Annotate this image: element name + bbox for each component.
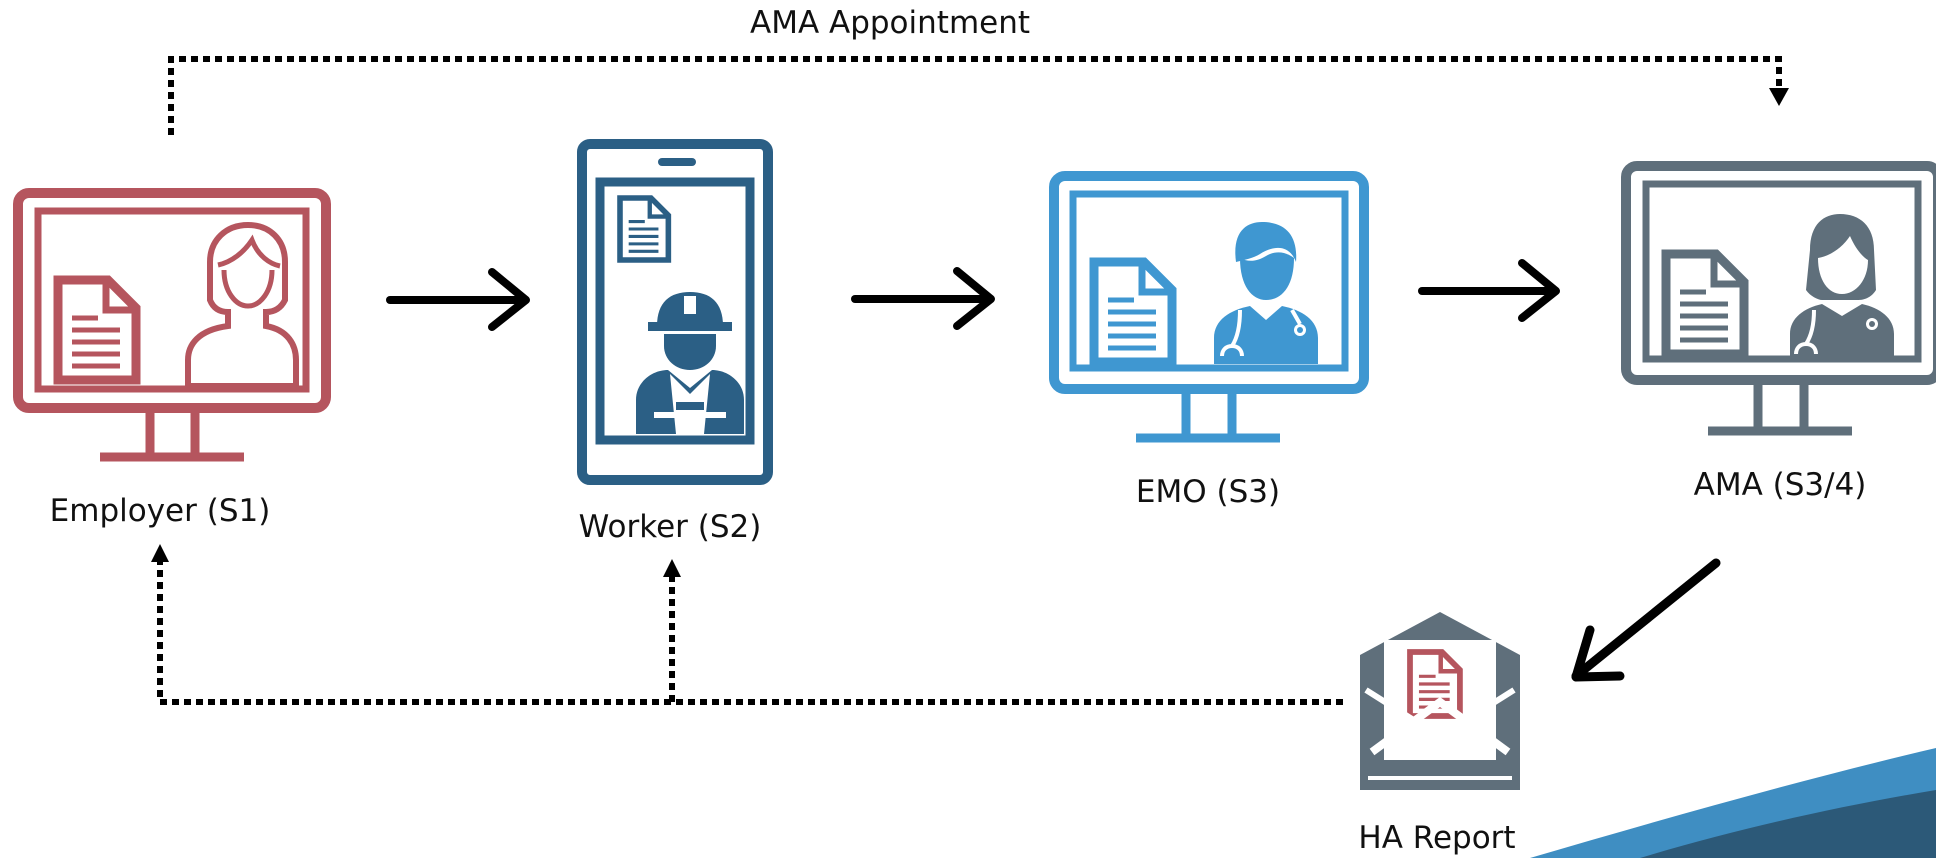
appointment-connector — [168, 56, 1782, 135]
flow-arrow-worker-to-emo — [851, 267, 995, 330]
report-label: HA Report — [1358, 820, 1516, 856]
corner-swoosh — [1530, 748, 1936, 858]
flow-arrow-ama-to-report — [1571, 558, 1721, 682]
appointment-label: AMA Appointment — [749, 5, 1031, 41]
ama-label: AMA (S3/4) — [1693, 467, 1867, 503]
emo-monitor-icon — [1049, 171, 1369, 443]
worker-phone-icon — [577, 139, 773, 485]
appointment-arrowhead — [1769, 88, 1789, 106]
flow-arrow-employer-to-worker — [386, 268, 530, 331]
report-feedback-connector — [157, 560, 1343, 705]
worker-label: Worker (S2) — [578, 509, 762, 545]
envelope-report-icon — [1360, 612, 1520, 790]
employer-label: Employer (S1) — [49, 493, 271, 529]
feedback-arrowhead-worker — [663, 559, 681, 577]
emo-label: EMO (S3) — [1135, 474, 1281, 510]
flow-arrow-emo-to-ama — [1418, 259, 1560, 322]
ama-monitor-icon — [1621, 161, 1936, 436]
employer-monitor-icon — [13, 188, 331, 462]
feedback-arrowhead-employer — [151, 544, 169, 562]
